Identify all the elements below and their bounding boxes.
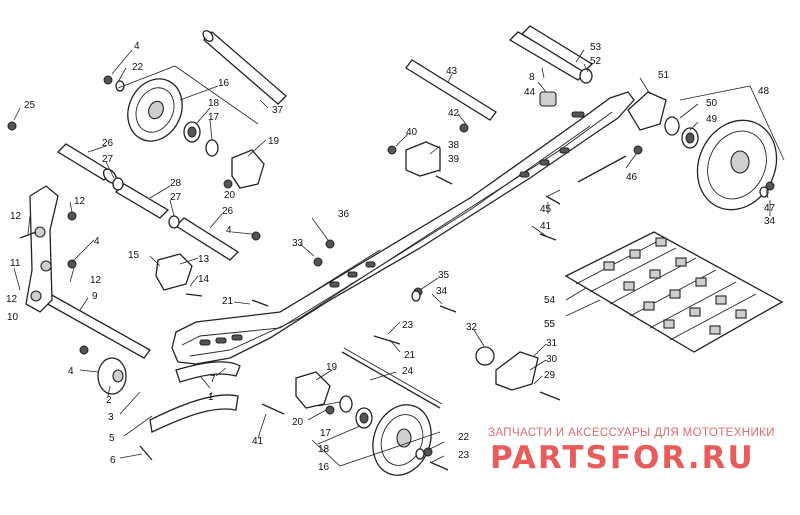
callout-17: 17: [208, 112, 220, 123]
callout-53: 53: [590, 42, 602, 53]
callout-labels: 1 2 3 4 4 4 4 5 6 7 8 9 10 11 12 12 12 1…: [6, 41, 776, 473]
block-19-bottom: [295, 371, 331, 409]
callout-25: 25: [24, 100, 36, 111]
clip-44: [539, 91, 557, 107]
callout-15: 15: [128, 250, 140, 261]
callout-34: 34: [764, 216, 776, 227]
callout-18: 18: [208, 98, 220, 109]
callout-12: 12: [6, 294, 18, 305]
callout-8: 8: [529, 72, 535, 83]
callout-47: 47: [764, 203, 776, 214]
callout-18: 18: [318, 444, 330, 455]
callout-21: 21: [222, 296, 234, 307]
curved-guide-1: [149, 361, 241, 433]
shaft-8: [508, 25, 594, 81]
callout-27: 27: [170, 192, 182, 203]
callout-50: 50: [706, 98, 718, 109]
callout-4: 4: [68, 366, 74, 377]
callout-20: 20: [224, 190, 236, 201]
callout-27: 27: [102, 154, 114, 165]
callout-12: 12: [90, 275, 102, 286]
callout-6: 6: [110, 455, 116, 466]
callout-32: 32: [466, 322, 478, 333]
callout-30: 30: [546, 354, 558, 365]
callout-4: 4: [226, 225, 232, 236]
callout-26: 26: [102, 138, 114, 149]
callout-45: 45: [540, 204, 552, 215]
bolts: [19, 155, 627, 471]
callout-21: 21: [404, 350, 416, 361]
callout-5: 5: [109, 433, 115, 444]
block-19-top: [231, 149, 265, 189]
callout-16: 16: [318, 462, 330, 473]
callout-37: 37: [272, 105, 284, 116]
callout-42: 42: [448, 108, 460, 119]
callout-24: 24: [402, 366, 414, 377]
callout-43: 43: [446, 66, 458, 77]
callout-13: 13: [198, 254, 210, 265]
callout-33: 33: [292, 238, 304, 249]
callout-20: 20: [292, 417, 304, 428]
callout-51: 51: [658, 70, 670, 81]
callout-52: 52: [590, 56, 602, 67]
callout-12: 12: [10, 211, 22, 222]
callout-3: 3: [108, 412, 114, 423]
arm-plate-12: [25, 185, 59, 313]
fasteners: [7, 75, 775, 457]
pivot-2: [97, 357, 127, 395]
callout-19: 19: [326, 362, 338, 373]
callout-41: 41: [252, 436, 264, 447]
callout-4: 4: [134, 41, 140, 52]
callout-29: 29: [544, 370, 556, 381]
watermark-logo: PARTSFOR.RU: [490, 440, 755, 476]
idler-wheel-48: [681, 119, 778, 211]
callout-36: 36: [338, 209, 350, 220]
bracket-31: [475, 346, 539, 391]
callout-23: 23: [458, 450, 470, 461]
watermark-tagline: ЗАПЧАСТИ И АКСЕССУАРЫ ДЛЯ МОТОТЕХНИКИ: [488, 427, 775, 439]
callout-46: 46: [626, 172, 638, 183]
callout-39: 39: [448, 154, 460, 165]
callout-49: 49: [706, 114, 718, 125]
shaft-43: [405, 59, 497, 121]
callout-35: 35: [438, 270, 450, 281]
callout-31: 31: [546, 338, 558, 349]
callout-16: 16: [218, 78, 230, 89]
callout-2: 2: [106, 395, 112, 406]
slide-rail: [171, 91, 635, 365]
callout-40: 40: [406, 127, 418, 138]
callout-12: 12: [74, 196, 86, 207]
callout-55: 55: [544, 319, 556, 330]
callout-48: 48: [758, 86, 770, 97]
callout-54: 54: [544, 295, 556, 306]
callout-17: 17: [320, 428, 332, 439]
callout-34: 34: [436, 286, 448, 297]
track-clips-54-55: [564, 231, 784, 353]
callout-38: 38: [448, 140, 460, 151]
watermark: ЗАПЧАСТИ И АКСЕССУАРЫ ДЛЯ МОТОТЕХНИКИ PA…: [488, 427, 775, 476]
callout-4: 4: [94, 236, 100, 247]
callout-44: 44: [524, 87, 536, 98]
idler-wheel-16-top: [127, 78, 201, 143]
callout-11: 11: [10, 258, 21, 269]
callout-1: 1: [208, 392, 214, 403]
tube-26-lower: [174, 217, 240, 261]
rod-24: [341, 347, 443, 409]
leader-lines: [13, 49, 771, 463]
callout-14: 14: [198, 274, 210, 285]
callout-23: 23: [402, 320, 414, 331]
callout-19: 19: [268, 136, 280, 147]
callout-41: 41: [540, 221, 552, 232]
callout-10: 10: [7, 312, 19, 323]
hub-51: [627, 91, 667, 131]
rings: [112, 68, 769, 460]
shaft-37: [202, 30, 287, 105]
callout-22: 22: [458, 432, 470, 443]
callout-9: 9: [92, 291, 98, 302]
callout-28: 28: [170, 178, 182, 189]
callout-22: 22: [132, 62, 144, 73]
callout-7: 7: [210, 374, 216, 385]
callout-26: 26: [222, 206, 234, 217]
